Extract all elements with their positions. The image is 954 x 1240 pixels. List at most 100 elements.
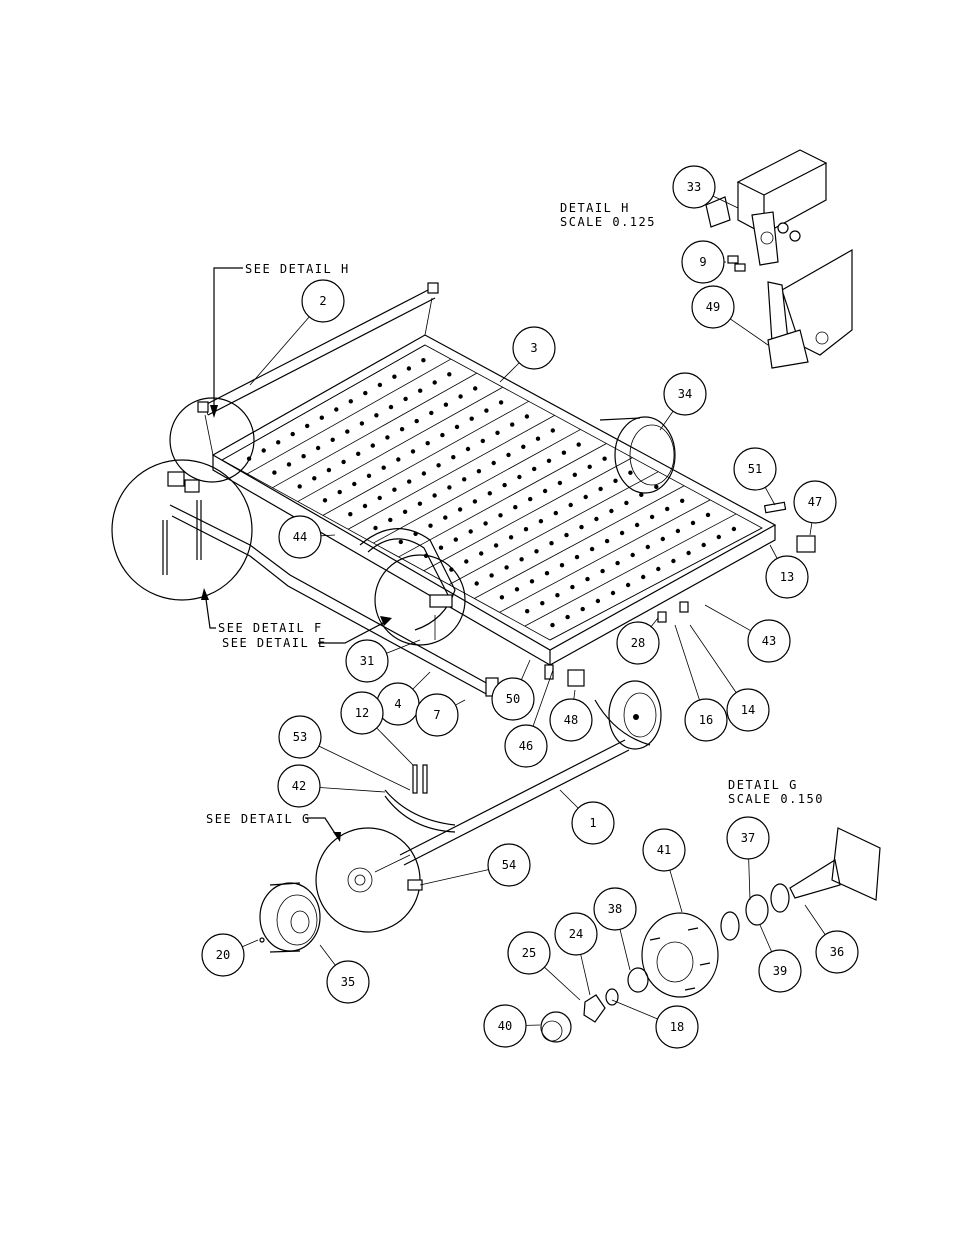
balloon-label: 28: [631, 636, 645, 650]
balloon-31: 31: [346, 640, 420, 682]
balloon-3: 3: [500, 327, 555, 382]
deck-hole: [415, 419, 419, 423]
balloon-leader: [810, 523, 812, 535]
deck-hole: [477, 469, 481, 473]
deck-hole: [400, 427, 404, 431]
deck-hole: [620, 531, 624, 535]
deck-hole: [671, 559, 675, 563]
see-detail-e-note: SEE DETAIL E: [222, 636, 327, 650]
deck-hole: [499, 400, 503, 404]
deck-hole: [320, 416, 324, 420]
balloon-label: 47: [808, 495, 822, 509]
balloon-9: 9: [682, 241, 726, 283]
deck-hole: [588, 465, 592, 469]
deck-hole: [392, 488, 396, 492]
deck-slat-line: [272, 373, 476, 488]
balloon-label: 46: [519, 739, 533, 753]
deck-hole: [451, 455, 455, 459]
balloon-label: 50: [506, 692, 520, 706]
balloon-label: 36: [830, 945, 844, 959]
balloon-39: 39: [759, 925, 801, 992]
balloon-leader: [660, 411, 673, 430]
balloon-label: 18: [670, 1020, 684, 1034]
detail-h-title: DETAIL H: [560, 201, 630, 215]
balloon-label: 44: [293, 530, 307, 544]
deck-slat-line: [222, 345, 425, 460]
deck-hole: [323, 498, 327, 502]
deck-hole: [481, 439, 485, 443]
balloon-leader: [574, 690, 575, 699]
deck-hole: [262, 448, 266, 452]
deck-hole: [665, 507, 669, 511]
balloon-leader: [765, 487, 775, 505]
deck-hole: [615, 561, 619, 565]
deck-hole: [540, 601, 544, 605]
deck-hole: [399, 540, 403, 544]
deck-hole: [613, 479, 617, 483]
rear-wheel: [600, 417, 675, 493]
balloon-label: 34: [678, 387, 692, 401]
deck-hole: [551, 428, 555, 432]
deck-hole: [444, 403, 448, 407]
deck-hole: [421, 358, 425, 362]
deck-hole: [528, 497, 532, 501]
balloon-leader: [420, 870, 489, 885]
balloon-leader: [675, 625, 699, 700]
deck-slat-line: [247, 359, 451, 474]
balloon-label: 49: [706, 300, 720, 314]
deck-hole: [536, 437, 540, 441]
deck-hole: [382, 466, 386, 470]
deck-hole: [543, 489, 547, 493]
deck-hole: [479, 551, 483, 555]
balloon-49: 49: [692, 286, 768, 345]
deck-hole: [473, 499, 477, 503]
deck-hole: [596, 599, 600, 603]
deck-hole: [305, 424, 309, 428]
deck-hole: [378, 383, 382, 387]
deck-hole: [447, 372, 451, 376]
deck-hole: [385, 435, 389, 439]
balloon-label: 3: [530, 341, 537, 355]
balloon-38: 38: [594, 888, 636, 970]
deck-hole: [521, 445, 525, 449]
deck-hole: [327, 468, 331, 472]
deck-hole: [624, 501, 628, 505]
deck-hole: [407, 366, 411, 370]
deck-hole: [407, 479, 411, 483]
deck-hole: [510, 422, 514, 426]
deck-hole: [492, 461, 496, 465]
deck-slat-line: [348, 415, 554, 529]
balloon-leader: [730, 319, 768, 345]
deck-hole: [360, 421, 364, 425]
deck-hole: [433, 380, 437, 384]
deck-hole: [656, 567, 660, 571]
balloon-leader: [670, 870, 682, 912]
deck-hole: [388, 518, 392, 522]
deck-hole: [706, 513, 710, 517]
deck-hole: [348, 512, 352, 516]
balloon-leader: [690, 625, 736, 693]
deck-hole: [500, 595, 504, 599]
deck-hole: [403, 397, 407, 401]
deck-hole: [641, 575, 645, 579]
balloon-leader: [321, 535, 335, 536]
balloon-label: 35: [341, 975, 355, 989]
balloon-leader: [560, 790, 578, 808]
balloon-label: 9: [699, 255, 706, 269]
balloon-label: 31: [360, 654, 374, 668]
deck-hole: [422, 471, 426, 475]
balloon-label: 40: [498, 1019, 512, 1033]
balloon-label: 38: [608, 902, 622, 916]
balloon-35: 35: [320, 945, 369, 1003]
balloon-leader: [705, 605, 751, 631]
detail-g-title: DETAIL G: [728, 778, 798, 792]
deck-hole: [530, 579, 534, 583]
see-detail-h-note: SEE DETAIL H: [245, 262, 350, 276]
deck-hole: [611, 591, 615, 595]
deck-hole: [469, 529, 473, 533]
deck-hole: [440, 433, 444, 437]
balloon-41: 41: [643, 829, 685, 912]
see-detail-f-leader: [201, 588, 216, 628]
